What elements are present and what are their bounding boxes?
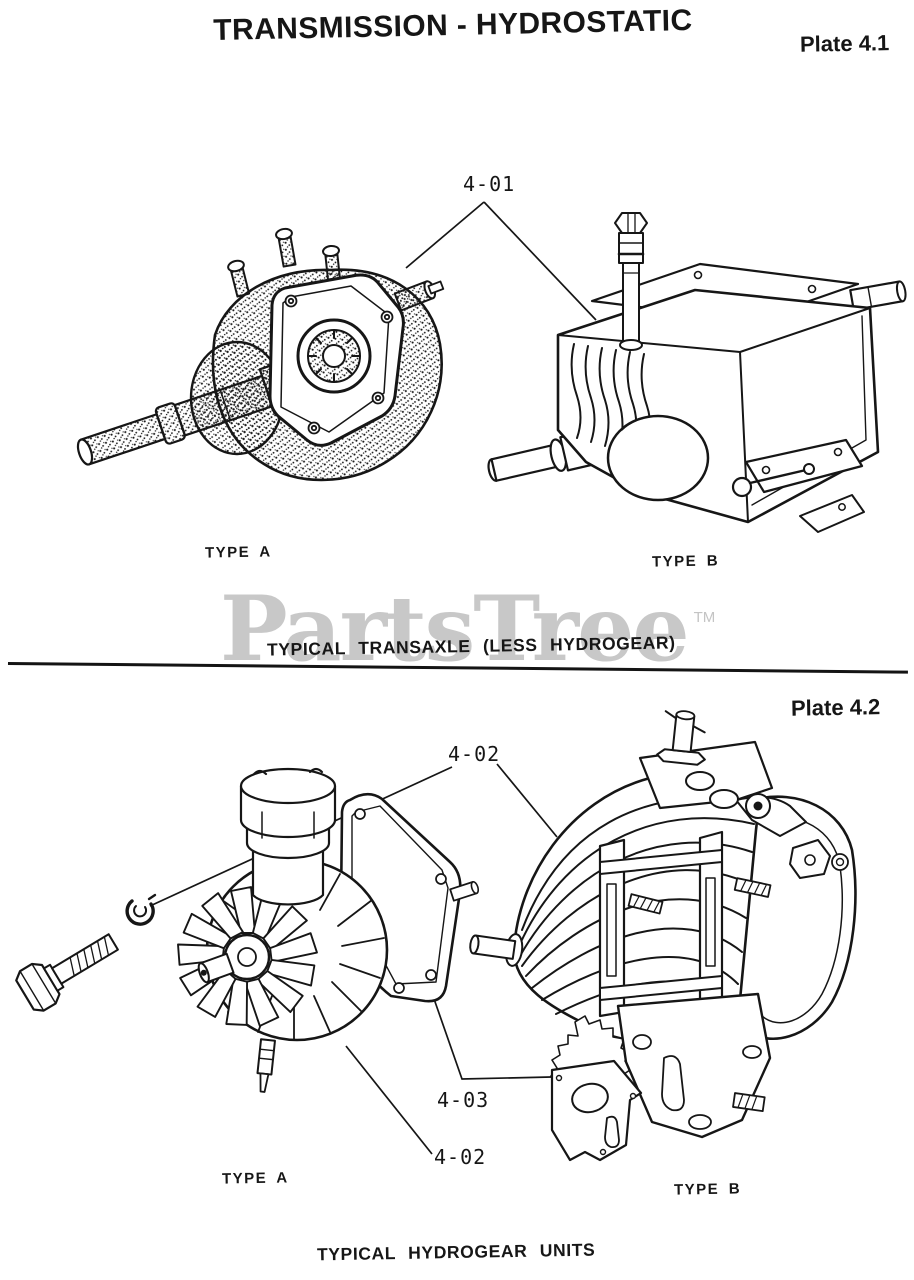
plate41-type-b-transaxle-drawing xyxy=(487,212,907,533)
callout-4-01: 4-01 xyxy=(463,172,516,196)
trademark-symbol: TM xyxy=(693,609,716,626)
leader-401-to-type-b xyxy=(483,201,597,321)
callout-4-02-bottom: 4-02 xyxy=(434,1145,487,1169)
leader-403-to-gasket xyxy=(432,995,552,1080)
plate-4-1-label: Plate 4.1 xyxy=(799,30,890,57)
leader-401-to-type-a xyxy=(405,201,485,269)
plate41-type-a-transaxle-drawing xyxy=(76,227,445,482)
callout-4-02-top: 4-02 xyxy=(448,742,501,766)
watermark-text: PartsTree xyxy=(220,576,690,682)
gasket-4-03 xyxy=(550,1059,643,1162)
plate42-type-a-label: TYPE A xyxy=(221,1169,289,1188)
plate42-type-b-hydrogear-drawing xyxy=(469,710,857,1162)
plate-4-2-label: Plate 4.2 xyxy=(790,694,881,721)
plate42-type-a-hydrogear-drawing xyxy=(15,767,480,1093)
plate41-type-b-label: TYPE B xyxy=(651,552,720,571)
leader-402-to-type-b xyxy=(496,763,558,838)
callout-4-03: 4-03 xyxy=(437,1088,490,1112)
callout-leader-lines xyxy=(149,201,597,1155)
leader-402-bottom-to-type-a xyxy=(345,1045,433,1155)
plate42-type-b-label: TYPE B xyxy=(673,1180,742,1199)
plate41-type-a-label: TYPE A xyxy=(204,543,272,562)
